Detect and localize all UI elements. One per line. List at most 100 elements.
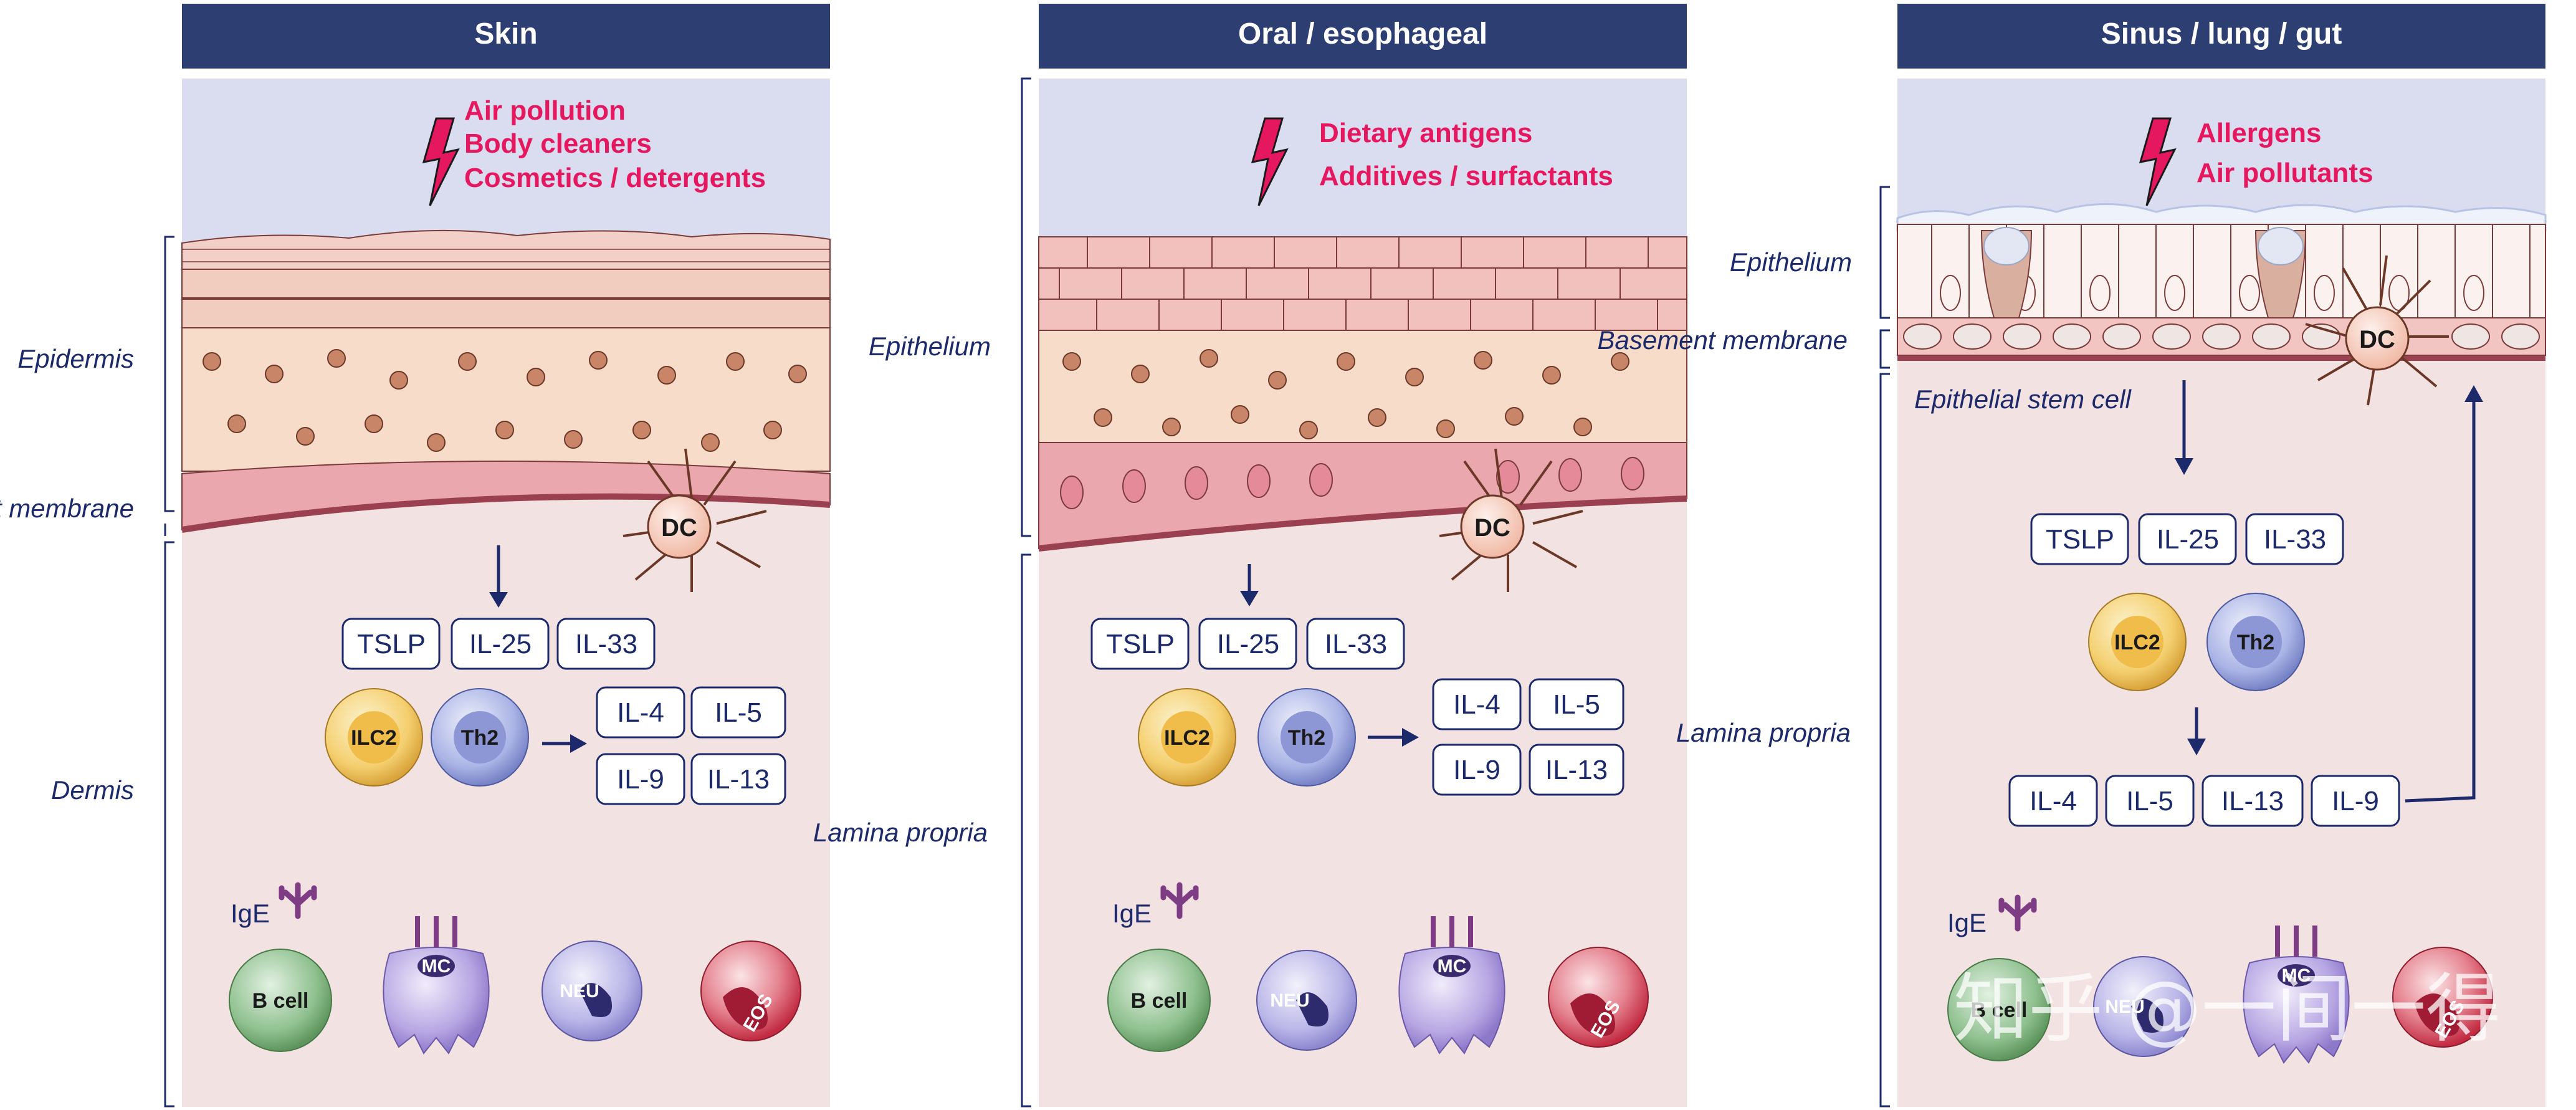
layer-label-epithelium: Epithelium (869, 332, 991, 361)
cytokine-box: IL-33 (556, 618, 656, 670)
svg-text:IL-25: IL-25 (469, 629, 532, 659)
svg-text:NEU: NEU (560, 981, 599, 1002)
cytokine-box: IL-33 (1306, 618, 1405, 670)
svg-text:IL-4: IL-4 (2030, 786, 2077, 816)
svg-text:IL-13: IL-13 (1545, 755, 1608, 785)
basement-membrane (181, 493, 831, 533)
panel-header (1039, 4, 1687, 69)
svg-text:Th2: Th2 (461, 726, 499, 750)
svg-text:IL-4: IL-4 (617, 697, 664, 728)
neutrophil: NEU (2093, 956, 2194, 1057)
antibody-icon (279, 882, 317, 919)
svg-text:DC: DC (2359, 326, 2395, 353)
cytokine-box: TSLP (341, 618, 441, 670)
trigger-text: Allergens (2197, 118, 2322, 148)
goblet-cell (2254, 227, 2307, 318)
svg-text:TSLP: TSLP (2046, 524, 2114, 555)
ige-label: IgE (1112, 899, 1152, 928)
svg-text:IL-33: IL-33 (1325, 629, 1387, 659)
mast-cell: MC (383, 916, 490, 1055)
svg-text:IL-9: IL-9 (1453, 755, 1500, 785)
svg-text:IL-5: IL-5 (2126, 786, 2173, 816)
dendritic-cell: DC (1439, 448, 1583, 592)
lumen-area (1039, 79, 1687, 241)
mast-cell: MC (1398, 916, 1505, 1055)
svg-text:ILC2: ILC2 (351, 726, 397, 750)
panel-title: Skin (474, 17, 537, 50)
feedback-arrow (2405, 399, 2476, 803)
svg-text:TSLP: TSLP (357, 629, 426, 659)
b-cell: B cell (229, 949, 332, 1052)
panel-header (182, 4, 830, 69)
superficial-cells (1038, 236, 1687, 331)
mast-cell: MC (2243, 926, 2350, 1064)
cytokine-box: IL-9 (2311, 775, 2400, 827)
cytokine-box: IL-4 (1432, 678, 1522, 730)
layer-bracket (1021, 77, 1031, 1108)
svg-text:NEU: NEU (1270, 990, 1309, 1011)
svg-text:IL-9: IL-9 (2332, 786, 2379, 816)
th2-cell: Th2 (2206, 593, 2305, 691)
panel-airway: Sinus / lung / gut (1597, 4, 2547, 1108)
cytokine-box: IL-13 (690, 753, 786, 805)
cytokine-box: IL-33 (2245, 513, 2344, 565)
panel-title: Oral / esophageal (1238, 17, 1487, 50)
trigger-text: Cosmetics / detergents (464, 163, 766, 193)
ilc2-cell: ILC2 (325, 688, 423, 787)
layer-label-basement-membrane: Basement membrane (1597, 325, 1848, 355)
dendritic-cell: DC (2305, 255, 2449, 406)
cytokine-box: IL-5 (1529, 678, 1624, 730)
eosinophil: EOS (1548, 947, 1649, 1048)
watermark: 知乎 @一间一得 (1953, 966, 2501, 1053)
svg-text:B cell: B cell (252, 989, 309, 1013)
antibody-icon (1160, 882, 1199, 919)
layer-label-lamina-propria: Lamina propria (813, 818, 988, 847)
basement-membrane (1038, 495, 1687, 552)
svg-text:IL-4: IL-4 (1453, 689, 1500, 720)
svg-text:NEU: NEU (2105, 997, 2144, 1017)
cytokine-box: IL-25 (1198, 618, 1297, 670)
svg-text:IL-13: IL-13 (707, 764, 770, 795)
svg-text:ILC2: ILC2 (2114, 631, 2160, 654)
svg-text:IL-25: IL-25 (2157, 524, 2219, 555)
svg-text:Th2: Th2 (2237, 631, 2274, 654)
cytokine-box: TSLP (2030, 513, 2129, 565)
panel-oral: Oral / esophageal (813, 4, 1687, 1108)
svg-text:MC: MC (2282, 965, 2311, 986)
cytokine-box: IL-13 (2202, 775, 2304, 827)
svg-text:IL-9: IL-9 (617, 764, 664, 795)
svg-text:B cell: B cell (1131, 989, 1188, 1013)
antibody-icon (1998, 894, 2037, 932)
panel-title: Sinus / lung / gut (2101, 17, 2342, 50)
lightning-bolt-icon (422, 117, 460, 206)
cytokine-box: IL-9 (596, 753, 685, 805)
b-cell: B cell (1107, 949, 1211, 1052)
neutrophil: NEU (1256, 950, 1357, 1051)
ige-label: IgE (1947, 908, 1987, 937)
svg-text:Th2: Th2 (1288, 726, 1325, 750)
granular-layer (181, 269, 831, 328)
ilc2-cell: ILC2 (1138, 688, 1236, 787)
svg-text:IL-33: IL-33 (2264, 524, 2326, 555)
lightning-bolt-icon (2139, 117, 2177, 206)
cytokine-box: TSLP (1090, 618, 1190, 670)
layer-label-dermis: Dermis (51, 775, 134, 805)
lumen-area (1897, 79, 2545, 222)
lightning-bolt-icon (1251, 117, 1289, 206)
svg-text:B cell: B cell (1971, 998, 2028, 1022)
svg-text:IL-13: IL-13 (2221, 786, 2284, 816)
layer-label-basement-membrane: Basement membrane (0, 494, 134, 523)
dendritic-cell: DC (623, 448, 767, 592)
cytokine-box: IL-9 (1432, 744, 1522, 796)
cytokine-box: IL-25 (451, 618, 550, 670)
layer-bracket (164, 236, 174, 1108)
trigger-text: Body cleaners (464, 128, 652, 159)
panel-skin: Skin DC A (0, 4, 831, 1108)
ilc2-cell: ILC2 (2088, 593, 2187, 691)
b-cell: B cell (1947, 958, 2051, 1061)
svg-text:TSLP: TSLP (1106, 629, 1175, 659)
layer-label-lamina-propria: Lamina propria (1676, 718, 1851, 747)
svg-text:IL-5: IL-5 (1553, 689, 1600, 720)
cytokine-box: IL-5 (2105, 775, 2195, 827)
